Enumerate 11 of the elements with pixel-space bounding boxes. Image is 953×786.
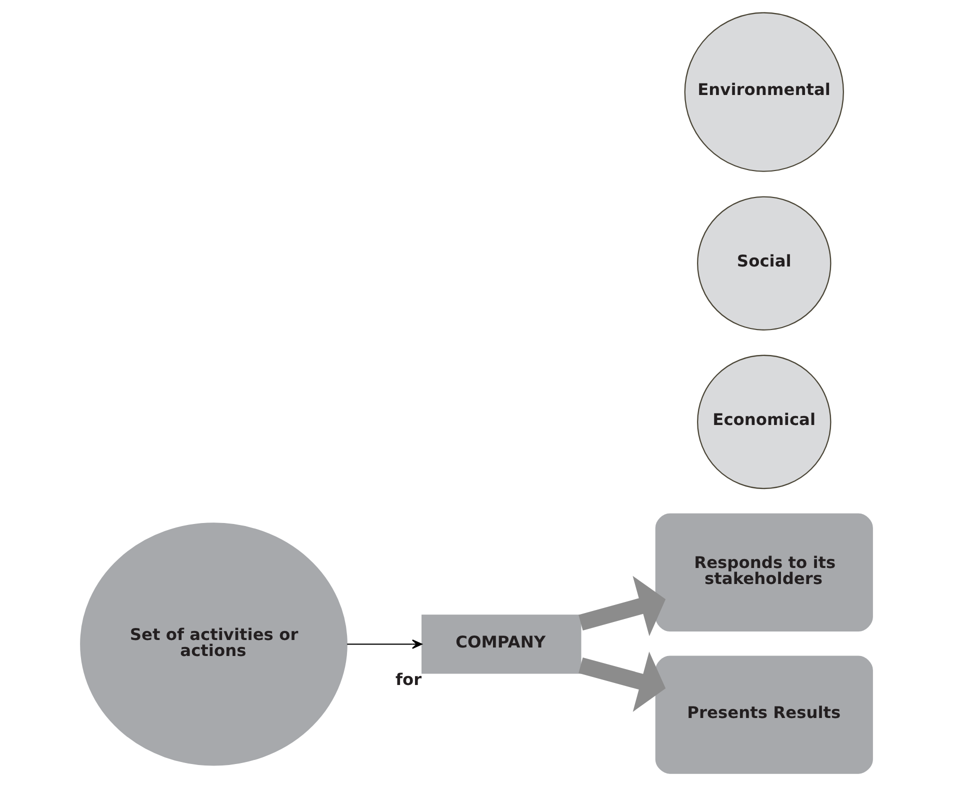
node-circle: Social <box>697 196 832 330</box>
node-circle: Set of activities or actions <box>80 522 348 766</box>
node-box: Presents Results <box>655 656 873 774</box>
node-circle: Environmental <box>684 12 844 172</box>
node-box: Responds to its stakeholders <box>655 513 873 632</box>
arrow <box>347 639 422 649</box>
node-circle: Economical <box>697 354 832 490</box>
node-label: for <box>395 670 422 689</box>
node-box: COMPANY <box>422 614 582 674</box>
arrow <box>578 576 666 636</box>
arrow <box>578 652 666 712</box>
